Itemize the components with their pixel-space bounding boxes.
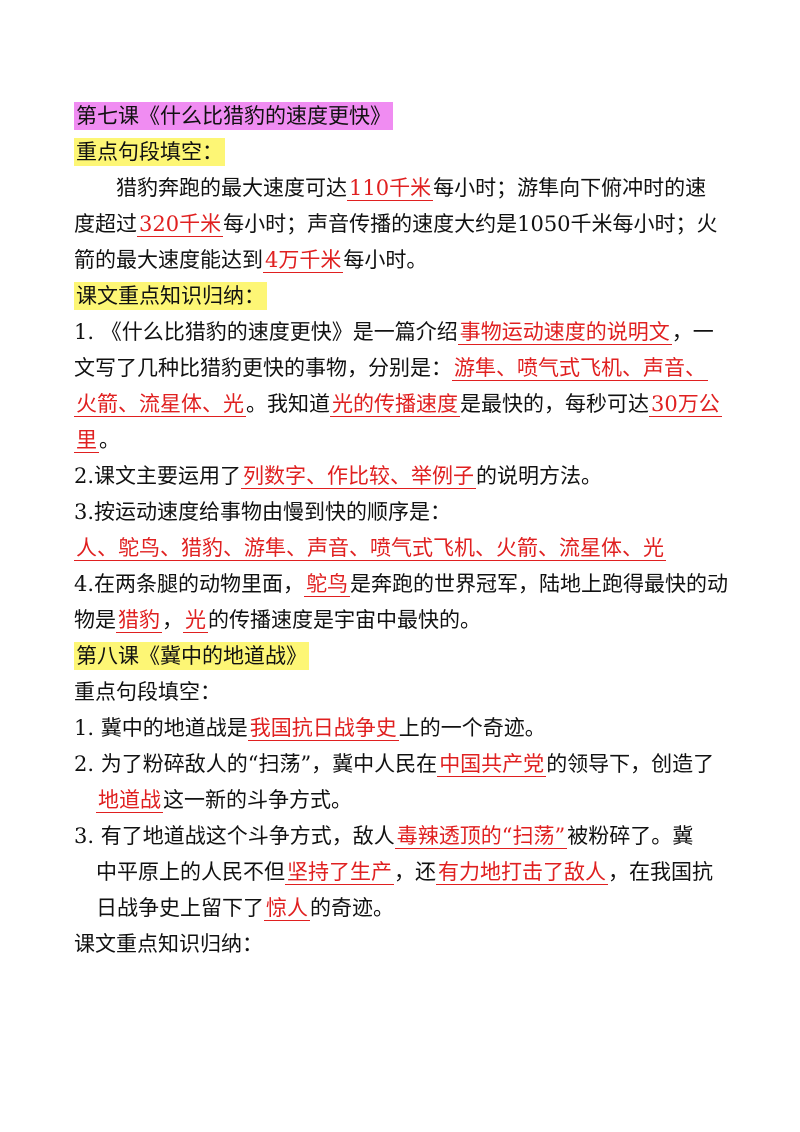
- text: 3.按运动速度给事物由慢到快的顺序是：: [74, 500, 452, 524]
- lesson8-knowledge-heading: 课文重点知识归纳：: [74, 926, 728, 962]
- answer-blank: 事物运动速度的说明文: [457, 320, 672, 345]
- text-line: 4.在两条腿的动物里面，鸵鸟是奔跑的世界冠军，陆地上跑得最快的动: [74, 566, 728, 602]
- text: 的领导下，创造了: [546, 752, 715, 776]
- answer-blank: 有力地打击了敌人: [436, 860, 608, 885]
- answer-blank: 人、鸵鸟、猎豹、游隼、声音、喷气式飞机、火箭、流星体、光: [74, 536, 666, 561]
- text: 中平原上的人民不但: [96, 860, 285, 884]
- lesson7-title: 第七课《什么比猎豹的速度更快》: [74, 102, 393, 130]
- answer-blank: 游隼、喷气式飞机、声音、: [452, 356, 708, 381]
- text: 是最快的，每秒可达: [460, 392, 649, 416]
- answer-blank: 4万千米: [263, 248, 344, 273]
- text-line: 猎豹奔跑的最大速度可达110千米每小时；游隼向下俯冲时的速: [74, 170, 728, 206]
- text-line: 中平原上的人民不但坚持了生产，还有力地打击了敌人，在我国抗: [74, 854, 728, 890]
- text-line: 里。: [74, 422, 728, 458]
- text-line: 3. 有了地道战这个斗争方式，敌人毒辣透顶的“扫荡”被粉碎了。冀: [74, 818, 728, 854]
- answer-blank: 猎豹: [116, 608, 162, 633]
- text: 上的一个奇迹。: [398, 716, 546, 740]
- answer-blank: 鸵鸟: [304, 572, 351, 597]
- text: 1. 冀中的地道战是: [74, 716, 248, 740]
- text-line: 3.按运动速度给事物由慢到快的顺序是：: [74, 494, 728, 530]
- lesson8-title: 第八课《冀中的地道战》: [74, 642, 309, 670]
- lesson7-fill-heading: 重点句段填空：: [74, 138, 225, 166]
- answer-blank: 320千米: [137, 212, 224, 237]
- lesson7-item-1: 1. 《什么比猎豹的速度更快》是一篇介绍事物运动速度的说明文，一 文写了几种比猎…: [74, 314, 728, 458]
- answer-blank: 惊人: [264, 896, 310, 921]
- answer-blank: 地道战: [96, 788, 163, 813]
- lesson8-title-line: 第八课《冀中的地道战》: [74, 638, 728, 674]
- lesson7-item-2: 2.课文主要运用了列数字、作比较、举例子的说明方法。: [74, 458, 728, 494]
- text: ，在我国抗: [608, 860, 713, 884]
- text-line: 地道战这一新的斗争方式。: [74, 782, 728, 818]
- answer-blank: 30万公: [649, 392, 722, 417]
- text: 度超过: [74, 212, 137, 236]
- text: 。我知道: [246, 392, 330, 416]
- text: 的奇迹。: [310, 896, 394, 920]
- text: ，: [162, 608, 183, 632]
- answer-blank: 毒辣透顶的“扫荡”: [394, 824, 568, 849]
- text: 每小时；游隼向下俯冲时的速: [433, 176, 707, 200]
- lesson7-item-4: 4.在两条腿的动物里面，鸵鸟是奔跑的世界冠军，陆地上跑得最快的动 物是猎豹，光的…: [74, 566, 728, 638]
- text: 是奔跑的世界冠军，陆地上跑得最快的动: [350, 572, 728, 596]
- text: 日战争史上留下了: [96, 896, 264, 920]
- text: 1. 《什么比猎豹的速度更快》是一篇介绍: [74, 320, 458, 344]
- text: 这一新的斗争方式。: [163, 788, 352, 812]
- lesson8-item-3: 3. 有了地道战这个斗争方式，敌人毒辣透顶的“扫荡”被粉碎了。冀 中平原上的人民…: [74, 818, 728, 926]
- text: ，一: [671, 320, 714, 344]
- text-line: 度超过320千米每小时；声音传播的速度大约是1050千米每小时；火: [74, 206, 728, 242]
- text: ，还: [394, 860, 436, 884]
- lesson7-item-3: 3.按运动速度给事物由慢到快的顺序是： 人、鸵鸟、猎豹、游隼、声音、喷气式飞机、…: [74, 494, 728, 566]
- lesson7-fill-paragraph: 猎豹奔跑的最大速度可达110千米每小时；游隼向下俯冲时的速 度超过320千米每小…: [74, 170, 728, 278]
- text-line: 箭的最大速度能达到4万千米每小时。: [74, 242, 728, 278]
- answer-blank: 里: [74, 428, 99, 453]
- text-line: 2. 为了粉碎敌人的“扫荡”，冀中人民在中国共产党的领导下，创造了: [74, 746, 728, 782]
- answer-blank: 光的传播速度: [330, 392, 460, 417]
- lesson8-item-1: 1. 冀中的地道战是我国抗日战争史上的一个奇迹。: [74, 710, 728, 746]
- text: 被粉碎了。冀: [567, 824, 694, 848]
- lesson8-item-2: 2. 为了粉碎敌人的“扫荡”，冀中人民在中国共产党的领导下，创造了 地道战这一新…: [74, 746, 728, 818]
- text-line: 火箭、流星体、光。我知道光的传播速度是最快的，每秒可达30万公: [74, 386, 728, 422]
- text: 文写了几种比猎豹更快的事物，分别是：: [74, 356, 452, 380]
- lesson7-knowledge-heading-line: 课文重点知识归纳：: [74, 278, 728, 314]
- text-line: 日战争史上留下了惊人的奇迹。: [74, 890, 728, 926]
- lesson8-fill-heading: 重点句段填空：: [74, 674, 728, 710]
- text: 课文重点知识归纳：: [74, 932, 263, 956]
- answer-blank: 火箭、流星体、光: [74, 392, 246, 417]
- answer-blank: 列数字、作比较、举例子: [241, 464, 477, 489]
- text-line: 人、鸵鸟、猎豹、游隼、声音、喷气式飞机、火箭、流星体、光: [74, 530, 728, 566]
- answer-blank: 110千米: [347, 176, 434, 201]
- text: 4.在两条腿的动物里面，: [74, 572, 305, 596]
- text: 3. 有了地道战这个斗争方式，敌人: [74, 824, 395, 848]
- answer-blank: 中国共产党: [437, 752, 547, 777]
- text-line: 物是猎豹，光的传播速度是宇宙中最快的。: [74, 602, 728, 638]
- lesson7-fill-heading-line: 重点句段填空：: [74, 134, 728, 170]
- answer-blank: 光: [183, 608, 208, 633]
- text: 的传播速度是宇宙中最快的。: [208, 608, 481, 632]
- answer-blank: 我国抗日战争史: [247, 716, 399, 741]
- lesson7-title-line: 第七课《什么比猎豹的速度更快》: [74, 98, 728, 134]
- lesson7-knowledge-heading: 课文重点知识归纳：: [74, 282, 267, 310]
- text-line: 1. 《什么比猎豹的速度更快》是一篇介绍事物运动速度的说明文，一: [74, 314, 728, 350]
- text: 猎豹奔跑的最大速度可达: [116, 176, 347, 200]
- text: 2. 为了粉碎敌人的“扫荡”，冀中人民在: [74, 752, 438, 776]
- text: 。: [99, 428, 120, 452]
- text: 每小时；声音传播的速度大约是1050千米每小时；火: [223, 212, 718, 236]
- text-line: 文写了几种比猎豹更快的事物，分别是：游隼、喷气式飞机、声音、: [74, 350, 728, 386]
- answer-blank: 坚持了生产: [285, 860, 394, 885]
- text: 重点句段填空：: [74, 680, 221, 704]
- text: 2.课文主要运用了: [74, 464, 242, 488]
- text: 每小时。: [343, 248, 428, 272]
- text: 箭的最大速度能达到: [74, 248, 263, 272]
- text: 的说明方法。: [476, 464, 603, 488]
- text: 物是: [74, 608, 116, 632]
